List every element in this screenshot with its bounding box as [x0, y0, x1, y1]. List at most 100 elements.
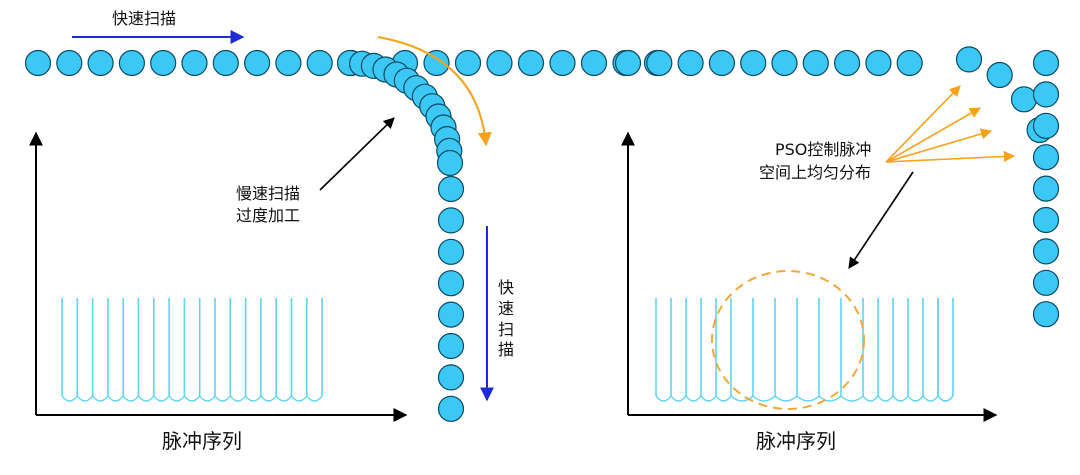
- laser-spot: [437, 301, 465, 328]
- pulse-baseline: [183, 395, 201, 402]
- laser-spot: [955, 46, 983, 73]
- pso-arrow-1: [885, 85, 961, 163]
- pso-arrow-3: [885, 128, 993, 163]
- laser-spot: [436, 149, 464, 177]
- laser-spot: [1032, 175, 1060, 202]
- pulse-baseline: [715, 395, 732, 402]
- slow-scan-arrow: [377, 36, 492, 147]
- pulse-baseline: [122, 395, 140, 402]
- laser-spot: [865, 49, 892, 77]
- pulse-baseline: [260, 395, 277, 402]
- laser-spot: [677, 49, 704, 77]
- fast-scan-label-top: 快速扫描: [112, 9, 177, 28]
- pulse-baseline: [774, 395, 798, 402]
- laser-spot: [56, 49, 83, 77]
- pulse-baseline: [168, 395, 185, 402]
- pulse-baseline: [655, 395, 672, 402]
- pulse-baseline: [840, 395, 864, 402]
- pso-pointer-arrow: [848, 171, 914, 269]
- pso-highlight-circle: [711, 270, 865, 410]
- laser-spot: [437, 332, 465, 360]
- laser-spot: [437, 270, 465, 297]
- laser-spot: [771, 49, 798, 77]
- pso-label-line2: 空间上均匀分布: [759, 163, 872, 182]
- laser-spot: [1032, 238, 1060, 265]
- pulse-baseline: [153, 395, 170, 402]
- right-pulse-train: [655, 298, 954, 402]
- fast-scan-label-side: 快速扫描: [497, 278, 514, 360]
- laser-spot: [517, 49, 545, 77]
- left-axis-label: 脉冲序列: [162, 429, 242, 453]
- pulse-baseline: [670, 395, 687, 402]
- laser-spot: [833, 49, 861, 77]
- laser-spot: [118, 49, 145, 77]
- pulse-baseline: [92, 395, 109, 402]
- laser-spot: [646, 49, 673, 77]
- pso-arrow-4: [885, 150, 1016, 163]
- laser-spot: [614, 49, 642, 77]
- pso-arrow-2: [885, 107, 981, 163]
- laser-spot: [1032, 49, 1060, 77]
- pulse-baseline: [275, 395, 293, 402]
- pulse-baseline: [306, 395, 323, 402]
- laser-spot: [87, 49, 114, 77]
- laser-spot: [486, 49, 513, 77]
- pulse-baseline: [877, 395, 894, 402]
- laser-spot: [212, 49, 239, 77]
- right-axis-label: 脉冲序列: [756, 429, 836, 453]
- laser-spot: [275, 49, 302, 77]
- laser-spot: [244, 49, 271, 77]
- pulse-baseline: [229, 395, 247, 402]
- pulse-baseline: [245, 395, 262, 402]
- laser-spot: [1032, 81, 1060, 108]
- laser-spot: [437, 175, 465, 203]
- laser-spot: [1032, 144, 1060, 171]
- pulse-baseline: [290, 395, 308, 402]
- laser-spot: [1032, 301, 1060, 328]
- pulse-baseline: [137, 395, 155, 402]
- laser-spot: [1032, 112, 1060, 139]
- pulse-baseline: [862, 395, 879, 402]
- pulse-baseline: [685, 395, 702, 402]
- laser-spot: [454, 49, 482, 77]
- pulse-baseline: [214, 395, 231, 402]
- laser-spot: [306, 49, 333, 77]
- laser-spot: [1010, 86, 1038, 113]
- laser-spot: [437, 207, 465, 234]
- pulse-baseline: [907, 395, 924, 402]
- pulse-baseline: [76, 395, 94, 402]
- pulse-baseline: [730, 395, 754, 402]
- laser-spot: [181, 49, 208, 77]
- pulse-baseline: [700, 395, 717, 402]
- left-laser-spot-track: [24, 49, 671, 422]
- pulse-baseline: [107, 395, 124, 402]
- pulse-baseline: [61, 395, 78, 402]
- pulse-baseline: [892, 395, 909, 402]
- laser-spot: [802, 49, 829, 77]
- laser-spot: [549, 49, 576, 77]
- laser-spot: [423, 49, 450, 77]
- pulse-baseline: [922, 395, 939, 402]
- pulse-baseline: [796, 395, 820, 402]
- pulse-baseline: [199, 395, 216, 402]
- laser-spot: [708, 49, 736, 77]
- pulse-baseline: [818, 395, 842, 402]
- laser-spot: [740, 49, 767, 77]
- laser-spot: [1032, 206, 1060, 234]
- laser-spot: [150, 49, 177, 77]
- laser-spot: [437, 364, 465, 391]
- slow-scan-pointer-arrow: [319, 117, 395, 191]
- right-laser-spot-track: [614, 46, 1060, 328]
- pulse-baseline: [752, 395, 776, 402]
- laser-spot: [580, 49, 608, 77]
- laser-spot: [1032, 269, 1060, 296]
- laser-spot: [437, 238, 465, 265]
- slow-scan-label-line2: 过度加工: [236, 206, 301, 225]
- pso-label-line1: PSO控制脉冲: [775, 140, 872, 159]
- laser-spot: [896, 49, 923, 77]
- laser-spot: [986, 61, 1013, 89]
- laser-spot: [24, 49, 52, 77]
- slow-scan-label-line1: 慢速扫描: [236, 184, 301, 203]
